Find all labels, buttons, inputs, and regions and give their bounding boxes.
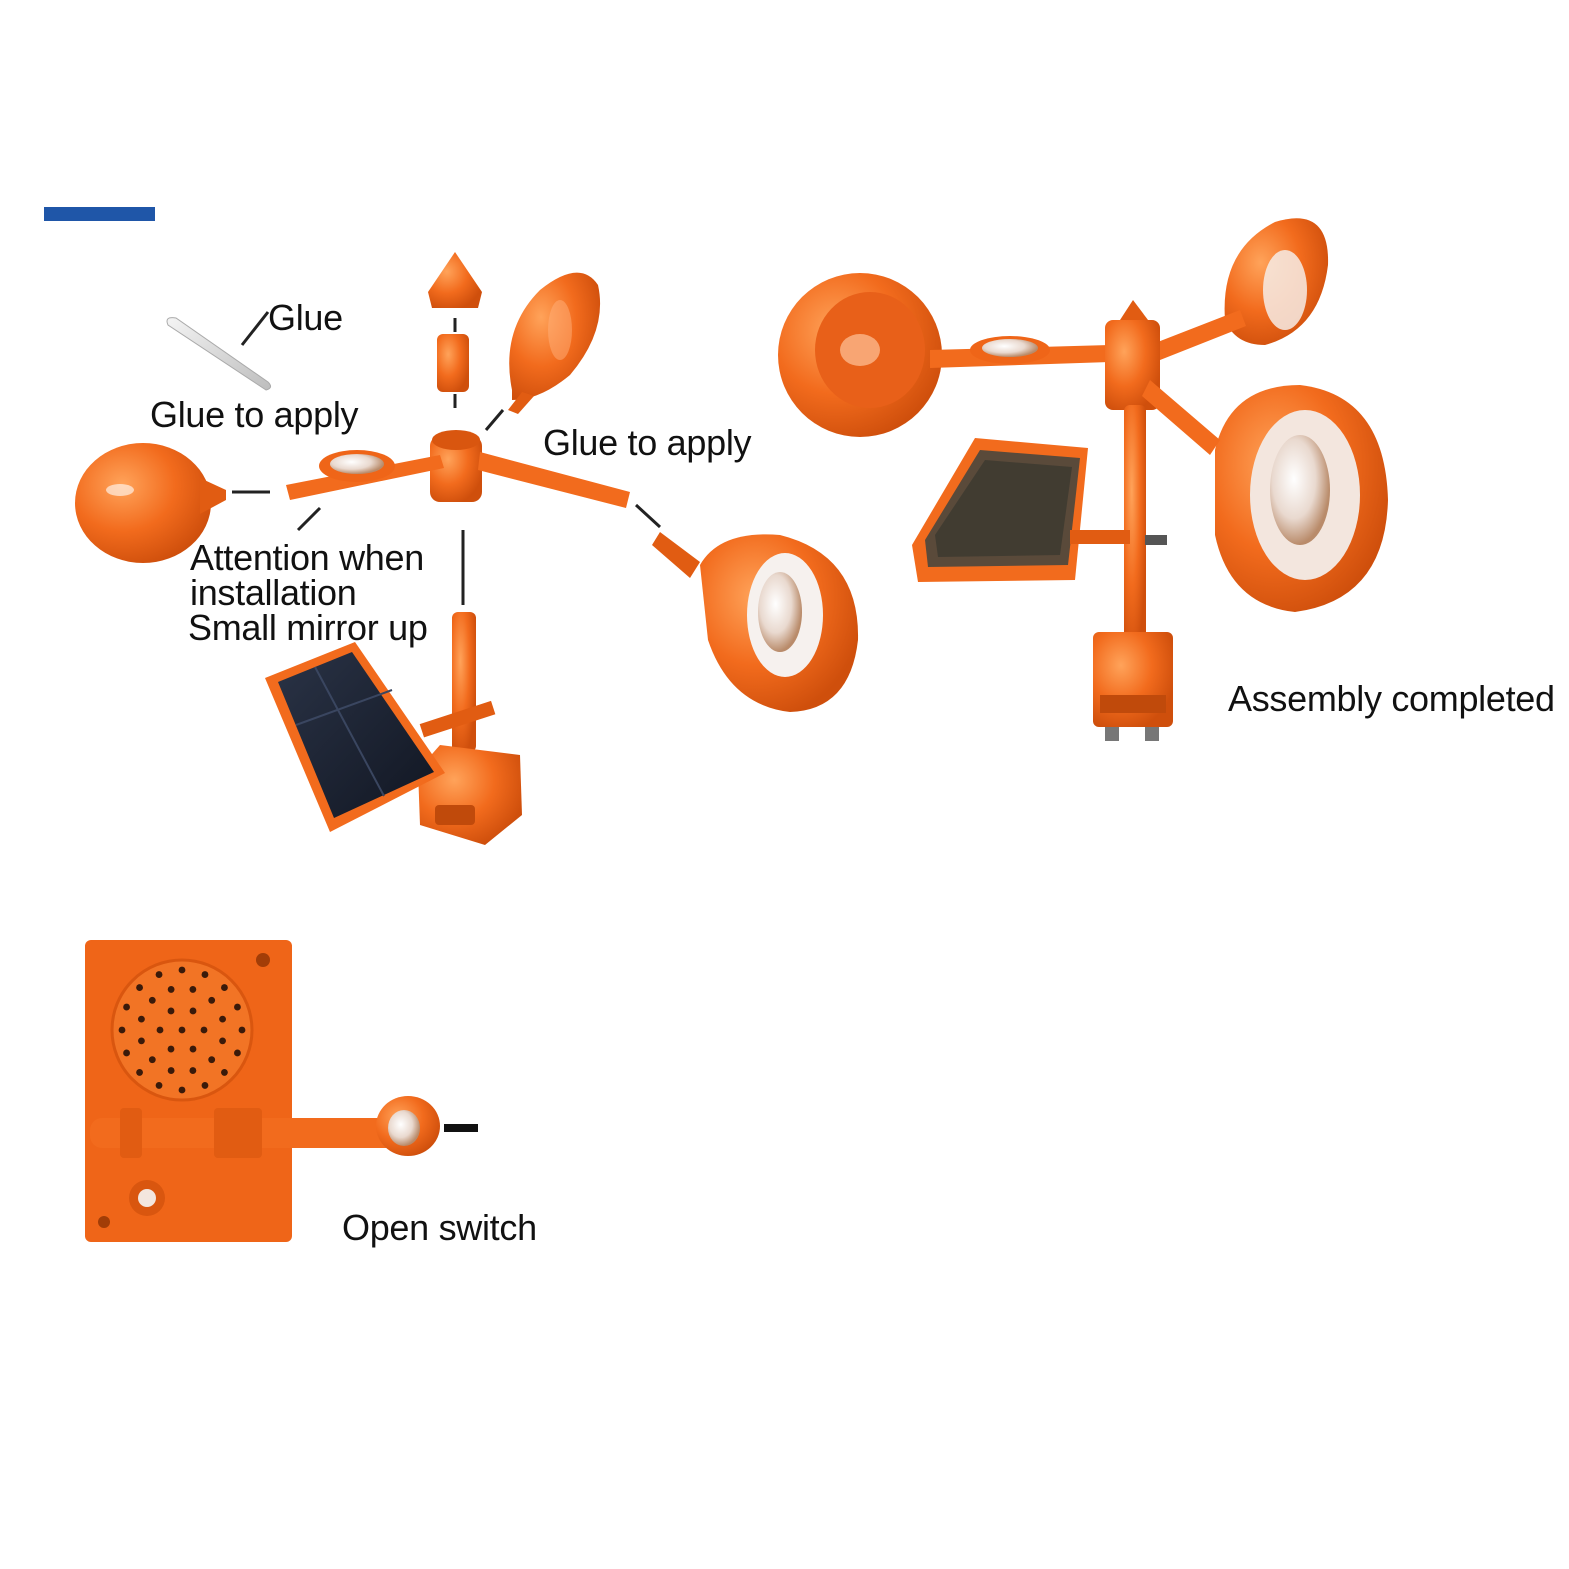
glue-leader-line	[240, 311, 270, 346]
speaker-hole	[201, 971, 209, 978]
speaker-hole	[148, 1056, 156, 1064]
speaker-hole	[200, 1026, 208, 1034]
left-mirror-cup	[75, 443, 270, 563]
speaker-hole	[189, 1067, 197, 1074]
speaker-hole	[155, 971, 163, 978]
label-attention-line2: installation	[190, 572, 357, 613]
assembled-clamp	[1093, 632, 1173, 741]
top-mirror-cup	[484, 272, 601, 431]
label-glue-to-apply-left: Glue to apply	[150, 394, 359, 435]
speaker-hole	[189, 986, 197, 993]
label-glue: Glue	[268, 297, 343, 338]
speaker-hole	[178, 1026, 186, 1034]
speaker-hole	[208, 1056, 216, 1064]
speaker-hole	[234, 1003, 241, 1011]
assembled-left-cup	[778, 273, 942, 437]
speaker-hole	[234, 1049, 241, 1057]
speaker-hole	[238, 1026, 246, 1034]
glue-tube-icon	[166, 317, 272, 391]
label-open-switch: Open switch	[342, 1207, 537, 1248]
switch-pin-icon	[444, 1124, 478, 1132]
exploded-view	[75, 252, 859, 845]
speaker-hole	[138, 1037, 145, 1045]
speaker-hole	[178, 1086, 186, 1094]
speaker-hole	[189, 1007, 197, 1015]
speaker-hole	[219, 1037, 226, 1045]
label-attention-line1: Attention when	[190, 537, 424, 578]
assembled-hub	[1105, 300, 1160, 650]
speaker-hole	[167, 1045, 175, 1053]
assembled-top-cup	[1224, 218, 1329, 345]
speaker-hole	[118, 1026, 126, 1034]
speaker-hole	[221, 984, 228, 991]
speaker-box-icon	[85, 940, 478, 1242]
speaker-hole	[136, 984, 143, 991]
assembled-view	[778, 218, 1388, 741]
top-cap	[428, 252, 482, 408]
central-hub	[430, 430, 482, 502]
small-mirror-icon	[330, 454, 384, 474]
left-arm	[286, 450, 444, 500]
speaker-hole	[167, 986, 175, 993]
speaker-hole	[123, 1049, 130, 1057]
label-assembly-completed: Assembly completed	[1228, 678, 1555, 719]
label-attention-line3: Small mirror up	[188, 607, 428, 648]
speaker-hole	[219, 1015, 226, 1023]
speaker-hole	[221, 1069, 228, 1076]
label-glue-to-apply-right: Glue to apply	[543, 422, 752, 463]
speaker-hole	[208, 996, 216, 1004]
assembled-solar-panel	[912, 438, 1088, 582]
accent-bar	[44, 207, 155, 221]
speaker-hole	[156, 1026, 164, 1034]
speaker-hole	[201, 1082, 209, 1089]
speaker-hole	[189, 1045, 197, 1053]
speaker-hole	[178, 966, 186, 974]
speaker-hole	[167, 1007, 175, 1015]
right-mirror-cup	[634, 503, 859, 712]
speaker-hole	[136, 1069, 143, 1076]
support-pole	[418, 612, 522, 845]
speaker-hole	[123, 1003, 130, 1011]
speaker-hole	[167, 1067, 175, 1074]
speaker-hole	[155, 1082, 163, 1089]
assembled-right-cup	[1215, 385, 1388, 612]
solar-panel-icon	[265, 642, 445, 832]
speaker-hole	[148, 996, 156, 1004]
speaker-hole	[138, 1015, 145, 1023]
right-arm	[478, 452, 630, 508]
